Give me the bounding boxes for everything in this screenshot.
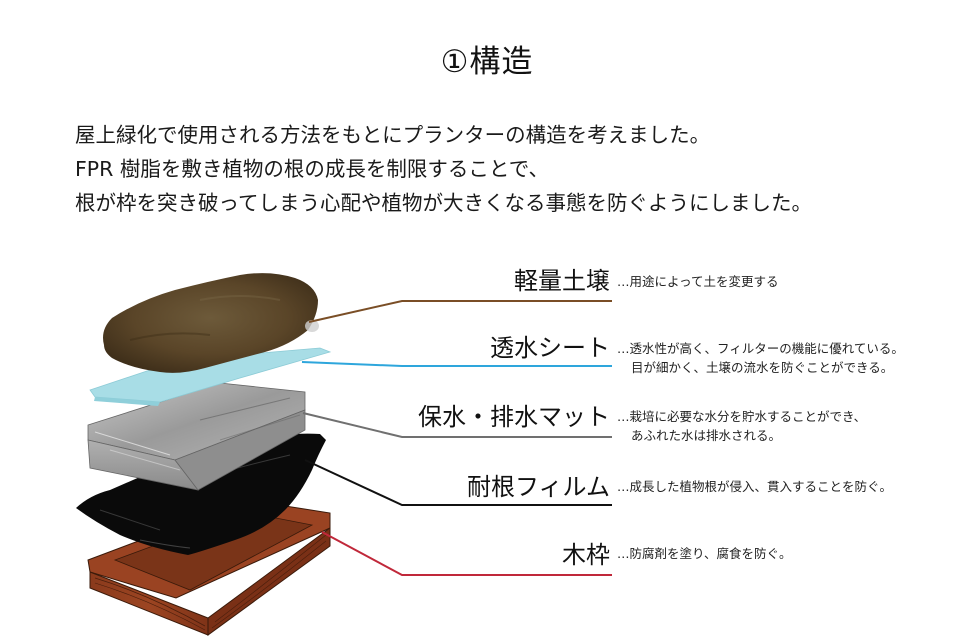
layer-desc-drainage-mat: …栽培に必要な水分を貯水することができ、 あふれた水は排水される。	[617, 409, 867, 443]
page-title: ①構造	[440, 44, 534, 80]
layer-label-drainage-mat: 保水・排水マット	[418, 403, 610, 431]
layer-label-permeable-sheet: 透水シート	[490, 334, 610, 362]
layer-desc-root-film: …成長した植物根が侵入、貫入することを防ぐ。	[617, 479, 893, 494]
intro-line-3: 根が枠を突き破ってしまう心配や植物が大きくなる事態を防ぐようにしました。	[75, 191, 812, 215]
layer-label-root-film: 耐根フィルム	[466, 473, 610, 501]
wooden-frame-illustration	[87, 499, 331, 636]
drainage-mat-illustration	[87, 382, 306, 491]
soil-illustration	[103, 273, 319, 373]
leader-line-drainage-mat	[302, 412, 612, 438]
leader-line-wood-frame	[321, 531, 612, 576]
layer-desc-soil: …用途によって土を変更する	[617, 274, 779, 289]
intro-line-1: 屋上緑化で使用される方法をもとにプランターの構造を考えました。	[75, 123, 711, 147]
layer-label-wood-frame: 木枠	[562, 541, 610, 569]
intro-paragraph: 屋上緑化で使用される方法をもとにプランターの構造を考えました。 FPR 樹脂を敷…	[75, 118, 812, 220]
leader-line-permeable-sheet	[301, 361, 612, 367]
leader-line-soil	[308, 300, 612, 323]
leader-line-root-film	[304, 459, 612, 506]
layer-desc-permeable-sheet: …透水性が高く、フィルターの機能に優れている。 目が細かく、土壌の流水を防ぐこと…	[617, 341, 904, 375]
layer-label-soil: 軽量土壌	[514, 267, 610, 295]
intro-line-2: FPR 樹脂を敷き植物の根の成長を制限することで、	[75, 157, 549, 181]
layer-desc-wood-frame: …防腐剤を塗り、腐食を防ぐ。	[617, 546, 792, 561]
